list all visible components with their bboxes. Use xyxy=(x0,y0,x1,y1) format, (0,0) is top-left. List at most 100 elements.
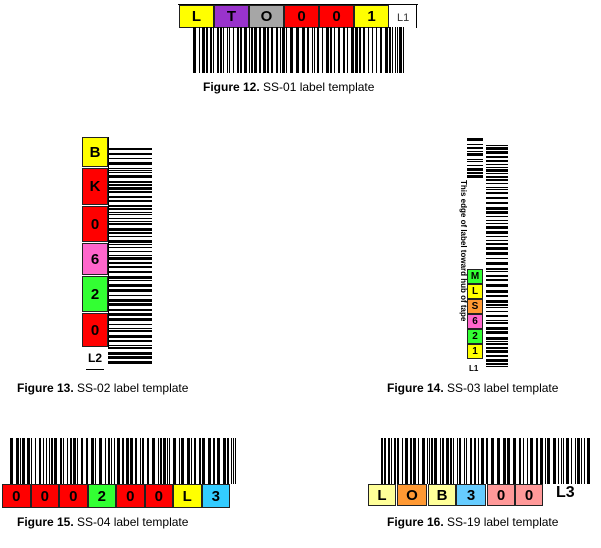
barcode-bar xyxy=(108,181,152,183)
barcode-bar xyxy=(108,218,152,219)
barcode-bar xyxy=(486,169,508,172)
barcode-bar xyxy=(99,438,102,484)
barcode-bar xyxy=(486,275,508,277)
barcode-bar xyxy=(486,145,508,146)
barcode-bar xyxy=(122,438,124,484)
barcode-bar xyxy=(193,27,196,73)
barcode-bar xyxy=(16,438,19,484)
barcode-bar xyxy=(22,438,25,484)
barcode-bar xyxy=(35,438,36,484)
barcode-bar xyxy=(429,438,430,484)
barcode-bar xyxy=(213,438,215,484)
barcode-bar xyxy=(280,27,281,73)
barcode-bar xyxy=(486,192,508,194)
barcode-bar xyxy=(464,438,465,484)
barcode-bar xyxy=(307,27,309,73)
barcode-bar xyxy=(470,438,472,484)
barcode-bar xyxy=(108,295,152,296)
barcode-bar xyxy=(486,197,508,199)
barcode-bar xyxy=(108,271,152,273)
barcode-bar xyxy=(442,438,444,484)
barcode-bar xyxy=(399,27,402,73)
barcode-bar xyxy=(108,184,152,186)
barcode-bar xyxy=(240,27,242,73)
barcode-bar xyxy=(486,307,508,308)
barcode-bar xyxy=(108,162,152,165)
barcode-bar xyxy=(86,438,88,484)
barcode-bar xyxy=(213,27,214,73)
barcode-bar xyxy=(486,350,508,353)
label-cell: 3 xyxy=(201,484,230,508)
barcode-bar xyxy=(571,438,572,484)
barcode-bar xyxy=(160,438,162,484)
barcode-bar xyxy=(108,255,152,256)
barcode-bar xyxy=(486,300,508,303)
barcode-bar xyxy=(486,207,508,210)
barcode-bar xyxy=(231,438,232,484)
label-cell: T xyxy=(214,5,249,28)
barcode-bar xyxy=(108,223,152,225)
barcode-bar xyxy=(397,27,398,73)
label-cell: 0 xyxy=(284,5,319,28)
barcode-bar xyxy=(108,284,152,287)
barcode-bar xyxy=(39,438,41,484)
barcode-bar xyxy=(338,27,340,73)
label-cell: L xyxy=(467,284,483,299)
barcode-bar xyxy=(167,438,168,484)
barcode-bar xyxy=(152,438,155,484)
label-cell: O xyxy=(249,5,284,28)
barcode-bar xyxy=(486,247,508,250)
barcode-bar xyxy=(108,335,152,338)
label-cell: L xyxy=(368,484,396,506)
barcode-bar xyxy=(486,179,508,181)
barcode-bar xyxy=(169,438,170,484)
barcode-bar xyxy=(334,27,335,73)
barcode-bar xyxy=(27,438,30,484)
barcode-bar xyxy=(486,236,508,237)
barcode-bar xyxy=(503,438,506,484)
barcode-bar xyxy=(486,202,508,204)
barcode-bar xyxy=(95,438,96,484)
barcode-bar xyxy=(108,168,152,169)
barcode-bar xyxy=(486,290,508,293)
barcode-bar xyxy=(474,438,476,484)
barcode-bar xyxy=(355,27,358,73)
barcode-bar xyxy=(581,438,582,484)
label-cell: 1 xyxy=(467,344,483,359)
barcode-bar xyxy=(317,27,319,73)
barcode-bar xyxy=(486,359,508,362)
barcode-bar xyxy=(486,337,508,340)
barcode-bar xyxy=(290,27,293,73)
barcode-bar xyxy=(486,284,508,287)
barcode-bar xyxy=(397,438,399,484)
barcode-bar xyxy=(486,223,508,224)
barcode-bar xyxy=(108,361,152,364)
barcode-bar xyxy=(486,262,508,265)
barcode-bar xyxy=(347,27,348,73)
barcode-bar xyxy=(108,175,152,178)
figure-caption: Figure 12. SS-01 label template xyxy=(203,80,375,94)
barcode-bar xyxy=(410,438,412,484)
barcode-bar xyxy=(108,214,152,215)
barcode-bar xyxy=(486,295,508,297)
barcode-bar xyxy=(210,27,212,73)
barcode xyxy=(381,438,591,484)
barcode-bar xyxy=(486,187,508,188)
barcode-bar xyxy=(108,200,152,202)
barcode-bar xyxy=(486,226,508,229)
barcode-bar xyxy=(467,172,483,174)
barcode-bar xyxy=(108,236,152,237)
barcode-bar xyxy=(486,183,508,184)
barcode-bar xyxy=(431,438,433,484)
barcode-bar xyxy=(467,165,483,166)
barcode-bar xyxy=(10,438,13,484)
barcode-bar xyxy=(263,27,266,73)
label-cell: O xyxy=(397,484,427,506)
barcode-bar xyxy=(233,27,234,73)
barcode-bar xyxy=(108,330,152,332)
barcode-bar xyxy=(384,438,386,484)
label-cell: 0 xyxy=(59,484,88,508)
barcode-bar xyxy=(108,324,152,325)
barcode-bar xyxy=(105,438,106,484)
barcode-bar xyxy=(142,438,144,484)
